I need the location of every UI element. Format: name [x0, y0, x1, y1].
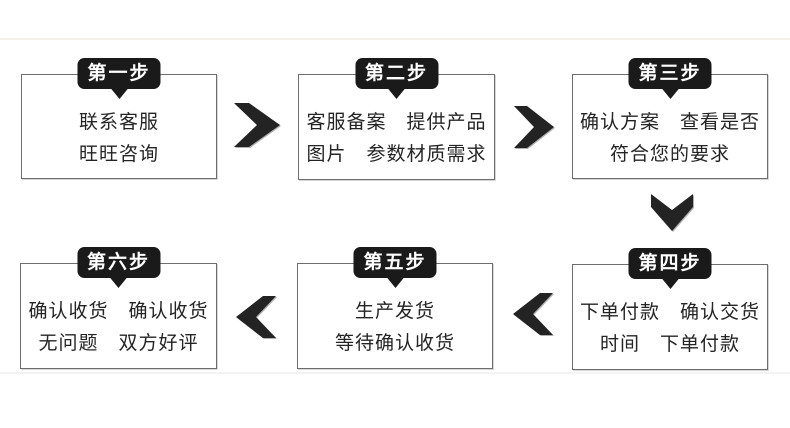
step-box-2: 第二步 客服备案 提供产品 图片 参数材质需求 [298, 58, 495, 180]
step-5-badge: 第五步 [353, 247, 437, 278]
step-text-line: 符合您的要求 [609, 143, 730, 165]
step-text-line: 生产发货 [354, 301, 435, 322]
step-4-description: 下单付款 确认交货 时间 下单付款 [573, 265, 767, 369]
step-box-5: 第五步 生产发货 等待确认收货 [297, 247, 493, 369]
step-text-line: 确认收货 确认收货 [28, 301, 209, 322]
step-4-badge: 第四步 [628, 248, 712, 279]
step-box-3: 第三步 确认方案 查看是否 符合您的要求 [572, 58, 768, 179]
step-text-line: 无问题 双方好评 [38, 333, 199, 354]
chevron-right-icon [514, 106, 554, 148]
step-text-line: 确认方案 查看是否 [579, 111, 760, 133]
step-text-line: 等待确认收货 [334, 333, 455, 354]
step-2-description: 客服备案 提供产品 图片 参数材质需求 [299, 75, 494, 179]
step-2-badge: 第二步 [354, 58, 439, 89]
step-box-4: 第四步 下单付款 确认交货 时间 下单付款 [572, 248, 768, 370]
step-3-description: 确认方案 查看是否 符合您的要求 [573, 75, 767, 178]
chevron-right-icon [234, 103, 280, 147]
faint-divider-bottom [0, 372, 790, 374]
step-6-description: 确认收货 确认收货 无问题 双方好评 [21, 264, 216, 368]
step-6-badge: 第六步 [76, 247, 161, 278]
step-3-badge: 第三步 [628, 58, 712, 89]
step-1-badge: 第一步 [77, 58, 161, 89]
step-1-description: 联系客服 旺旺咨询 [22, 75, 216, 178]
step-text-line: 下单付款 确认交货 [579, 302, 760, 323]
step-text-line: 图片 参数材质需求 [306, 144, 487, 165]
step-box-6: 第六步 确认收货 确认收货 无问题 双方好评 [20, 247, 217, 369]
faint-divider-top [0, 38, 790, 40]
step-text-line: 时间 下单付款 [599, 334, 740, 355]
step-text-line: 联系客服 [78, 111, 159, 133]
step-box-1: 第一步 联系客服 旺旺咨询 [21, 58, 217, 179]
chevron-down-icon [651, 194, 693, 231]
step-text-line: 客服备案 提供产品 [306, 112, 487, 133]
step-5-description: 生产发货 等待确认收货 [298, 264, 492, 368]
chevron-left-icon [513, 293, 553, 335]
step-text-line: 旺旺咨询 [78, 143, 159, 165]
chevron-left-icon [236, 296, 276, 338]
